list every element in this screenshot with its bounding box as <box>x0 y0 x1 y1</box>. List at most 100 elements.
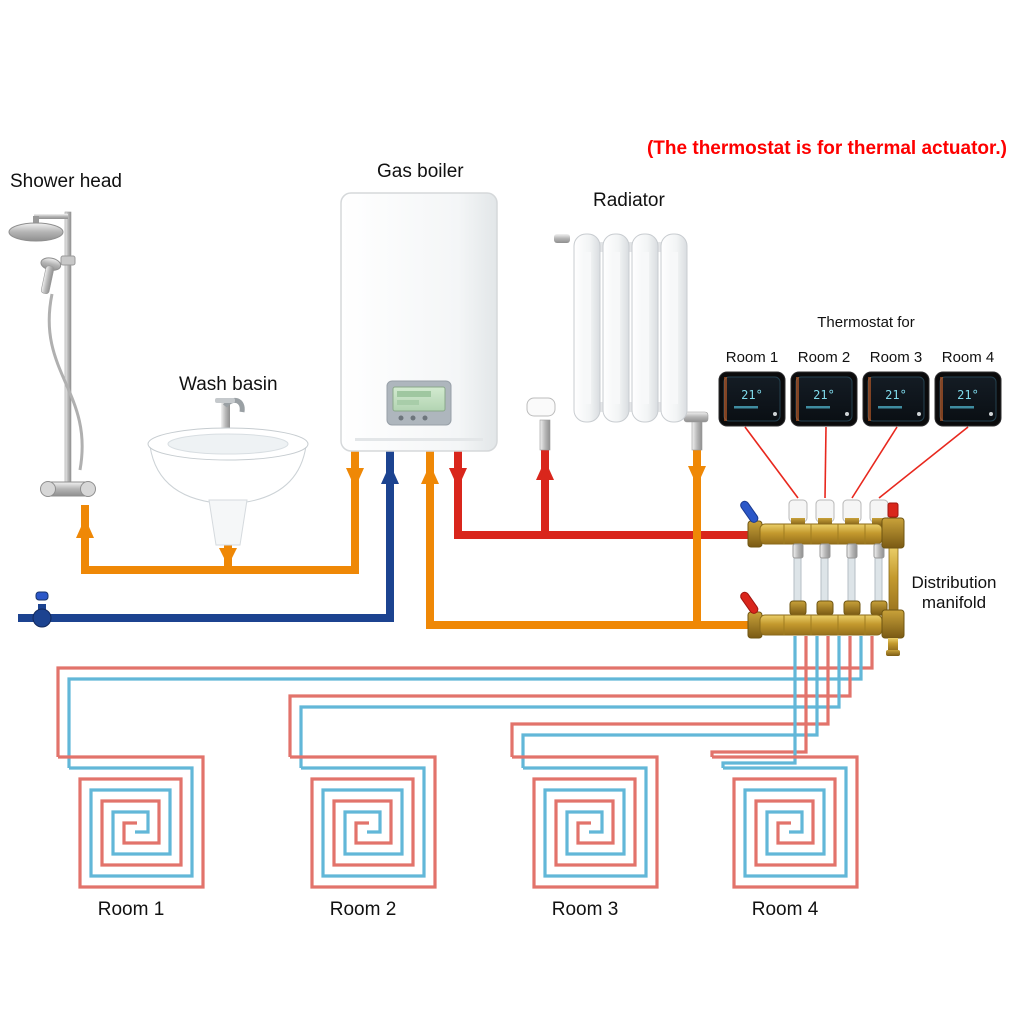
flow-meter-4 <box>873 543 885 559</box>
floor-coil-room-4 <box>710 755 859 889</box>
pointer-room3 <box>851 426 898 499</box>
lower-manifold-right-fitting <box>881 609 905 639</box>
floor-coil-room-3 <box>510 755 659 889</box>
boiler-button-2 <box>410 415 416 421</box>
radiator-bottom-connector-2 <box>627 402 635 412</box>
arrow-shower-up-icon <box>76 518 94 538</box>
feeder-room4-return <box>710 636 808 757</box>
thermostat-2-icon-row <box>806 406 830 409</box>
boiler-button-3 <box>422 415 428 421</box>
basin-faucet-spout <box>223 397 245 413</box>
thermostat-3-power-dot-icon <box>917 412 921 416</box>
pointer-room2 <box>824 426 827 499</box>
label-thermostat-for: Thermostat for <box>817 314 915 331</box>
boiler-display-screen <box>392 386 446 412</box>
cold-water-valve <box>32 591 52 628</box>
handheld-shower-handle <box>40 265 55 295</box>
pointer-room4 <box>878 426 969 499</box>
thermostat-3-icon-row <box>878 406 902 409</box>
thermostat-3-reading: 21° <box>885 388 907 402</box>
label-radiator: Radiator <box>593 190 665 211</box>
basin-interior <box>167 433 289 455</box>
lower-manifold-knob-1 <box>789 600 807 616</box>
actuator-collar-3 <box>845 518 859 526</box>
basin-faucet-body <box>221 402 230 428</box>
feeder-room3-return <box>510 636 830 757</box>
label-distribution-manifold-line1: Distribution <box>911 573 996 592</box>
gas-boiler-figure <box>340 192 498 452</box>
shower-arm <box>34 214 68 219</box>
thermostat-2-reading: 21° <box>813 388 835 402</box>
thermostat-4-power-dot-icon <box>989 412 993 416</box>
lower-manifold-drain <box>888 638 898 650</box>
lower-manifold-red-lever <box>740 591 759 614</box>
radiator-valve-right-elbow <box>683 411 709 423</box>
arrow-radiator-out-icon <box>688 466 706 486</box>
thermostat-4-icon-row <box>950 406 974 409</box>
label-floor-room-3: Room 3 <box>552 899 619 920</box>
label-floor-room-4: Room 4 <box>752 899 819 920</box>
shower-slider-clamp <box>60 255 76 266</box>
label-gas-boiler: Gas boiler <box>377 161 464 182</box>
label-shower-head: Shower head <box>10 171 122 192</box>
boiler-bottom-vent <box>355 438 483 441</box>
radiator-top-connector-2 <box>627 242 635 252</box>
feeder-room3-supply <box>521 636 819 768</box>
valve-body <box>32 608 52 628</box>
manifold-connector-pipe-4 <box>874 555 883 605</box>
thermostat-4-reading: 21° <box>957 388 979 402</box>
floor-loop-feeders <box>56 636 874 768</box>
label-thermostat-room-1: Room 1 <box>726 349 779 366</box>
manifold-connector-pipe-3 <box>847 555 856 605</box>
boiler-lcd-line2 <box>397 400 419 405</box>
pipe-heating-supply <box>454 448 760 539</box>
arrow-radiator-in-icon <box>536 460 554 480</box>
thermostat-2-power-dot-icon <box>845 412 849 416</box>
thermostat-4: 21° <box>934 371 1002 427</box>
upper-manifold-left-valve <box>740 500 763 548</box>
thermostat-1-icon-row <box>734 406 758 409</box>
thermostat-1-reading: 21° <box>741 388 763 402</box>
arrow-dhw-down-icon <box>346 468 364 488</box>
thermostat-3: 21° <box>862 371 930 427</box>
basin-faucet-handle <box>215 398 235 403</box>
thermostat-2: 21° <box>790 371 858 427</box>
radiator-air-vent <box>554 234 570 243</box>
label-distribution-manifold-line2: manifold <box>922 593 986 612</box>
upper-manifold-red-cap <box>887 502 899 518</box>
pipe-heating-return <box>426 448 760 629</box>
lower-manifold-drain-cap <box>886 650 900 656</box>
actuator-collar-2 <box>818 518 832 526</box>
manifold-right-riser <box>888 545 899 617</box>
distribution-manifold-upper <box>740 499 905 559</box>
radiator-section-3-ridge <box>641 252 649 404</box>
label-wash-basin: Wash basin <box>179 374 278 395</box>
shower-riser-pipe <box>64 211 72 493</box>
label-note: (The thermostat is for thermal actuator.… <box>647 138 1007 159</box>
feeder-room2-return <box>288 636 852 757</box>
feeder-room1-return <box>56 636 874 757</box>
lower-manifold-left-valve <box>740 591 763 639</box>
feeder-room4-supply <box>721 636 797 768</box>
thermostat-3-screen-accent <box>868 377 871 421</box>
radiator-section-1-ridge <box>583 252 591 404</box>
shower-head-stem <box>33 216 39 228</box>
arrow-cold-up-icon <box>381 464 399 484</box>
feeder-room2-supply <box>299 636 841 768</box>
floor-coil-room-1 <box>56 755 205 889</box>
label-floor-room-2: Room 2 <box>330 899 397 920</box>
radiator-top-connector-3 <box>656 242 664 252</box>
radiator-bottom-connector-1 <box>598 402 606 412</box>
radiator-figure <box>526 233 709 451</box>
upper-manifold-blue-lever <box>740 500 759 523</box>
mixer-knob-right <box>80 481 96 497</box>
basin-pedestal <box>208 499 248 546</box>
label-floor-room-1: Room 1 <box>98 899 165 920</box>
label-thermostat-room-2: Room 2 <box>798 349 851 366</box>
actuator-collar-1 <box>791 518 805 526</box>
boiler-lcd-line1 <box>397 391 431 397</box>
thermostat-1: 21° <box>718 371 786 427</box>
thermostat-1-screen-accent <box>724 377 727 421</box>
